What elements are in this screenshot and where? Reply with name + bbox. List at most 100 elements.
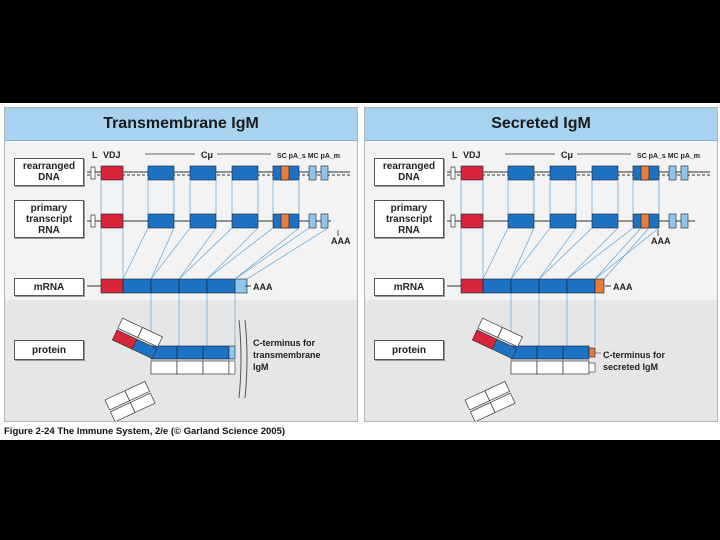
sc-exon	[280, 165, 290, 181]
label-mrna: mRNA	[14, 278, 84, 296]
heavy-chain-domain-lower-1	[510, 360, 538, 375]
light-chain-c	[137, 327, 163, 348]
heavy-chain-domain-3	[562, 345, 590, 360]
splice-line	[246, 227, 329, 280]
label-rearranged-dna: rearranged DNA	[14, 158, 84, 186]
splice-line	[482, 227, 509, 280]
splice-line	[178, 227, 233, 280]
heavy-chain-domain-2	[536, 345, 564, 360]
constant-domain	[484, 380, 510, 402]
heavy-chain-domain-lower-3	[562, 360, 590, 375]
label-rearranged-dna: rearranged DNA	[374, 158, 444, 186]
gene-label-l: L	[92, 150, 98, 160]
c-mu-exon-2	[189, 213, 217, 229]
splice-line	[603, 227, 650, 280]
vdj-exon	[460, 278, 484, 294]
leader-exon	[450, 214, 456, 228]
c-terminus-label: transmembrane	[253, 350, 321, 360]
c-mu-exon-3	[178, 278, 208, 294]
c-mu-exon-2	[510, 278, 540, 294]
vdj-exon	[100, 213, 124, 229]
splice-line	[566, 227, 619, 280]
mc-exon-2	[320, 213, 329, 229]
c-mu-exon-2	[150, 278, 180, 294]
heavy-chain-domain-lower-2	[536, 360, 564, 375]
polya-tail-transcript: AAA	[651, 236, 671, 246]
sc-exon	[640, 213, 650, 229]
c-mu-exon-2	[189, 165, 217, 181]
splice-line	[122, 227, 149, 280]
gene-label-sites: SC pA_s MC pA_m	[637, 153, 700, 160]
gene-label-c-mu: Cμ	[561, 150, 573, 160]
panel-title: Secreted IgM	[365, 108, 717, 141]
label-protein: protein	[14, 340, 84, 360]
mc-exon-1	[308, 165, 317, 181]
transmembrane-domain	[228, 345, 236, 360]
light-chain-c	[129, 392, 156, 413]
c-terminus-label: IgM	[253, 362, 269, 372]
c-mu-exon-1	[507, 213, 535, 229]
fab-arm-upper	[111, 317, 163, 360]
panel-transmembrane: Transmembrane IgM rearranged DNA primary…	[4, 107, 358, 422]
panel-title: Transmembrane IgM	[5, 108, 357, 141]
c-mu-exon-3	[231, 213, 259, 229]
constant-domain-heavy	[491, 338, 518, 360]
splice-line	[150, 227, 175, 280]
polya-tail-mrna: AAA	[253, 282, 273, 292]
c-mu-exon-2	[549, 165, 577, 181]
label-mrna: mRNA	[374, 278, 444, 296]
label-primary-transcript: primary transcript RNA	[374, 200, 444, 238]
c-terminus-label: C-terminus for	[253, 338, 316, 348]
mc-exon-1	[668, 165, 677, 181]
leader-exon	[90, 214, 96, 228]
sc-exon	[280, 213, 290, 229]
leader-exon	[90, 166, 96, 180]
splice-line	[178, 227, 217, 280]
c-mu-exon-1	[122, 278, 152, 294]
c-mu-exon-3	[538, 278, 568, 294]
gene-label-l: L	[452, 150, 458, 160]
c-mu-exon-1	[507, 165, 535, 181]
splice-line	[538, 227, 577, 280]
c-mu-exon-1	[147, 213, 175, 229]
mc-exon-2	[680, 213, 689, 229]
light-chain-c	[489, 392, 516, 413]
c-mu-exon-3	[591, 165, 619, 181]
splice-line	[206, 227, 274, 280]
splice-line	[150, 227, 191, 280]
splice-line	[234, 227, 300, 280]
heavy-chain-domain-3	[202, 345, 230, 360]
heavy-chain-domain-lower-2	[176, 360, 204, 375]
c-mu-exon-4	[206, 278, 236, 294]
gene-label-vdj: VDJ	[103, 150, 121, 160]
mc-exon-1	[308, 213, 317, 229]
leader-exon	[450, 166, 456, 180]
constant-domain-heavy	[131, 338, 158, 360]
light-chain-c	[497, 327, 523, 348]
membrane-line	[238, 319, 242, 399]
heavy-chain-domain-2	[176, 345, 204, 360]
c-mu-exon-3	[591, 213, 619, 229]
heavy-chain-domain-lower-1	[150, 360, 178, 375]
gene-label-sites: SC pA_s MC pA_m	[277, 153, 340, 160]
gene-label-vdj: VDJ	[463, 150, 481, 160]
label-protein: protein	[374, 340, 444, 360]
polya-tail-mrna: AAA	[613, 282, 633, 292]
transmembrane-domain-lower	[228, 360, 236, 375]
splice-line	[566, 227, 634, 280]
splice-line	[594, 227, 660, 280]
c-mu-exon-1	[482, 278, 512, 294]
secreted-tailpiece-lower	[588, 362, 596, 373]
fab-arm-lower	[464, 380, 516, 421]
fab-arm-lower	[104, 380, 156, 421]
splice-line	[538, 227, 593, 280]
splice-line	[234, 227, 310, 280]
splice-line	[510, 227, 551, 280]
figure-caption: Figure 2-24 The Immune System, 2/e (© Ga…	[4, 426, 286, 437]
c-mu-exon-1	[147, 165, 175, 181]
mc-exon-2	[320, 165, 329, 181]
sc-exon	[640, 165, 650, 181]
splice-line	[594, 227, 642, 280]
